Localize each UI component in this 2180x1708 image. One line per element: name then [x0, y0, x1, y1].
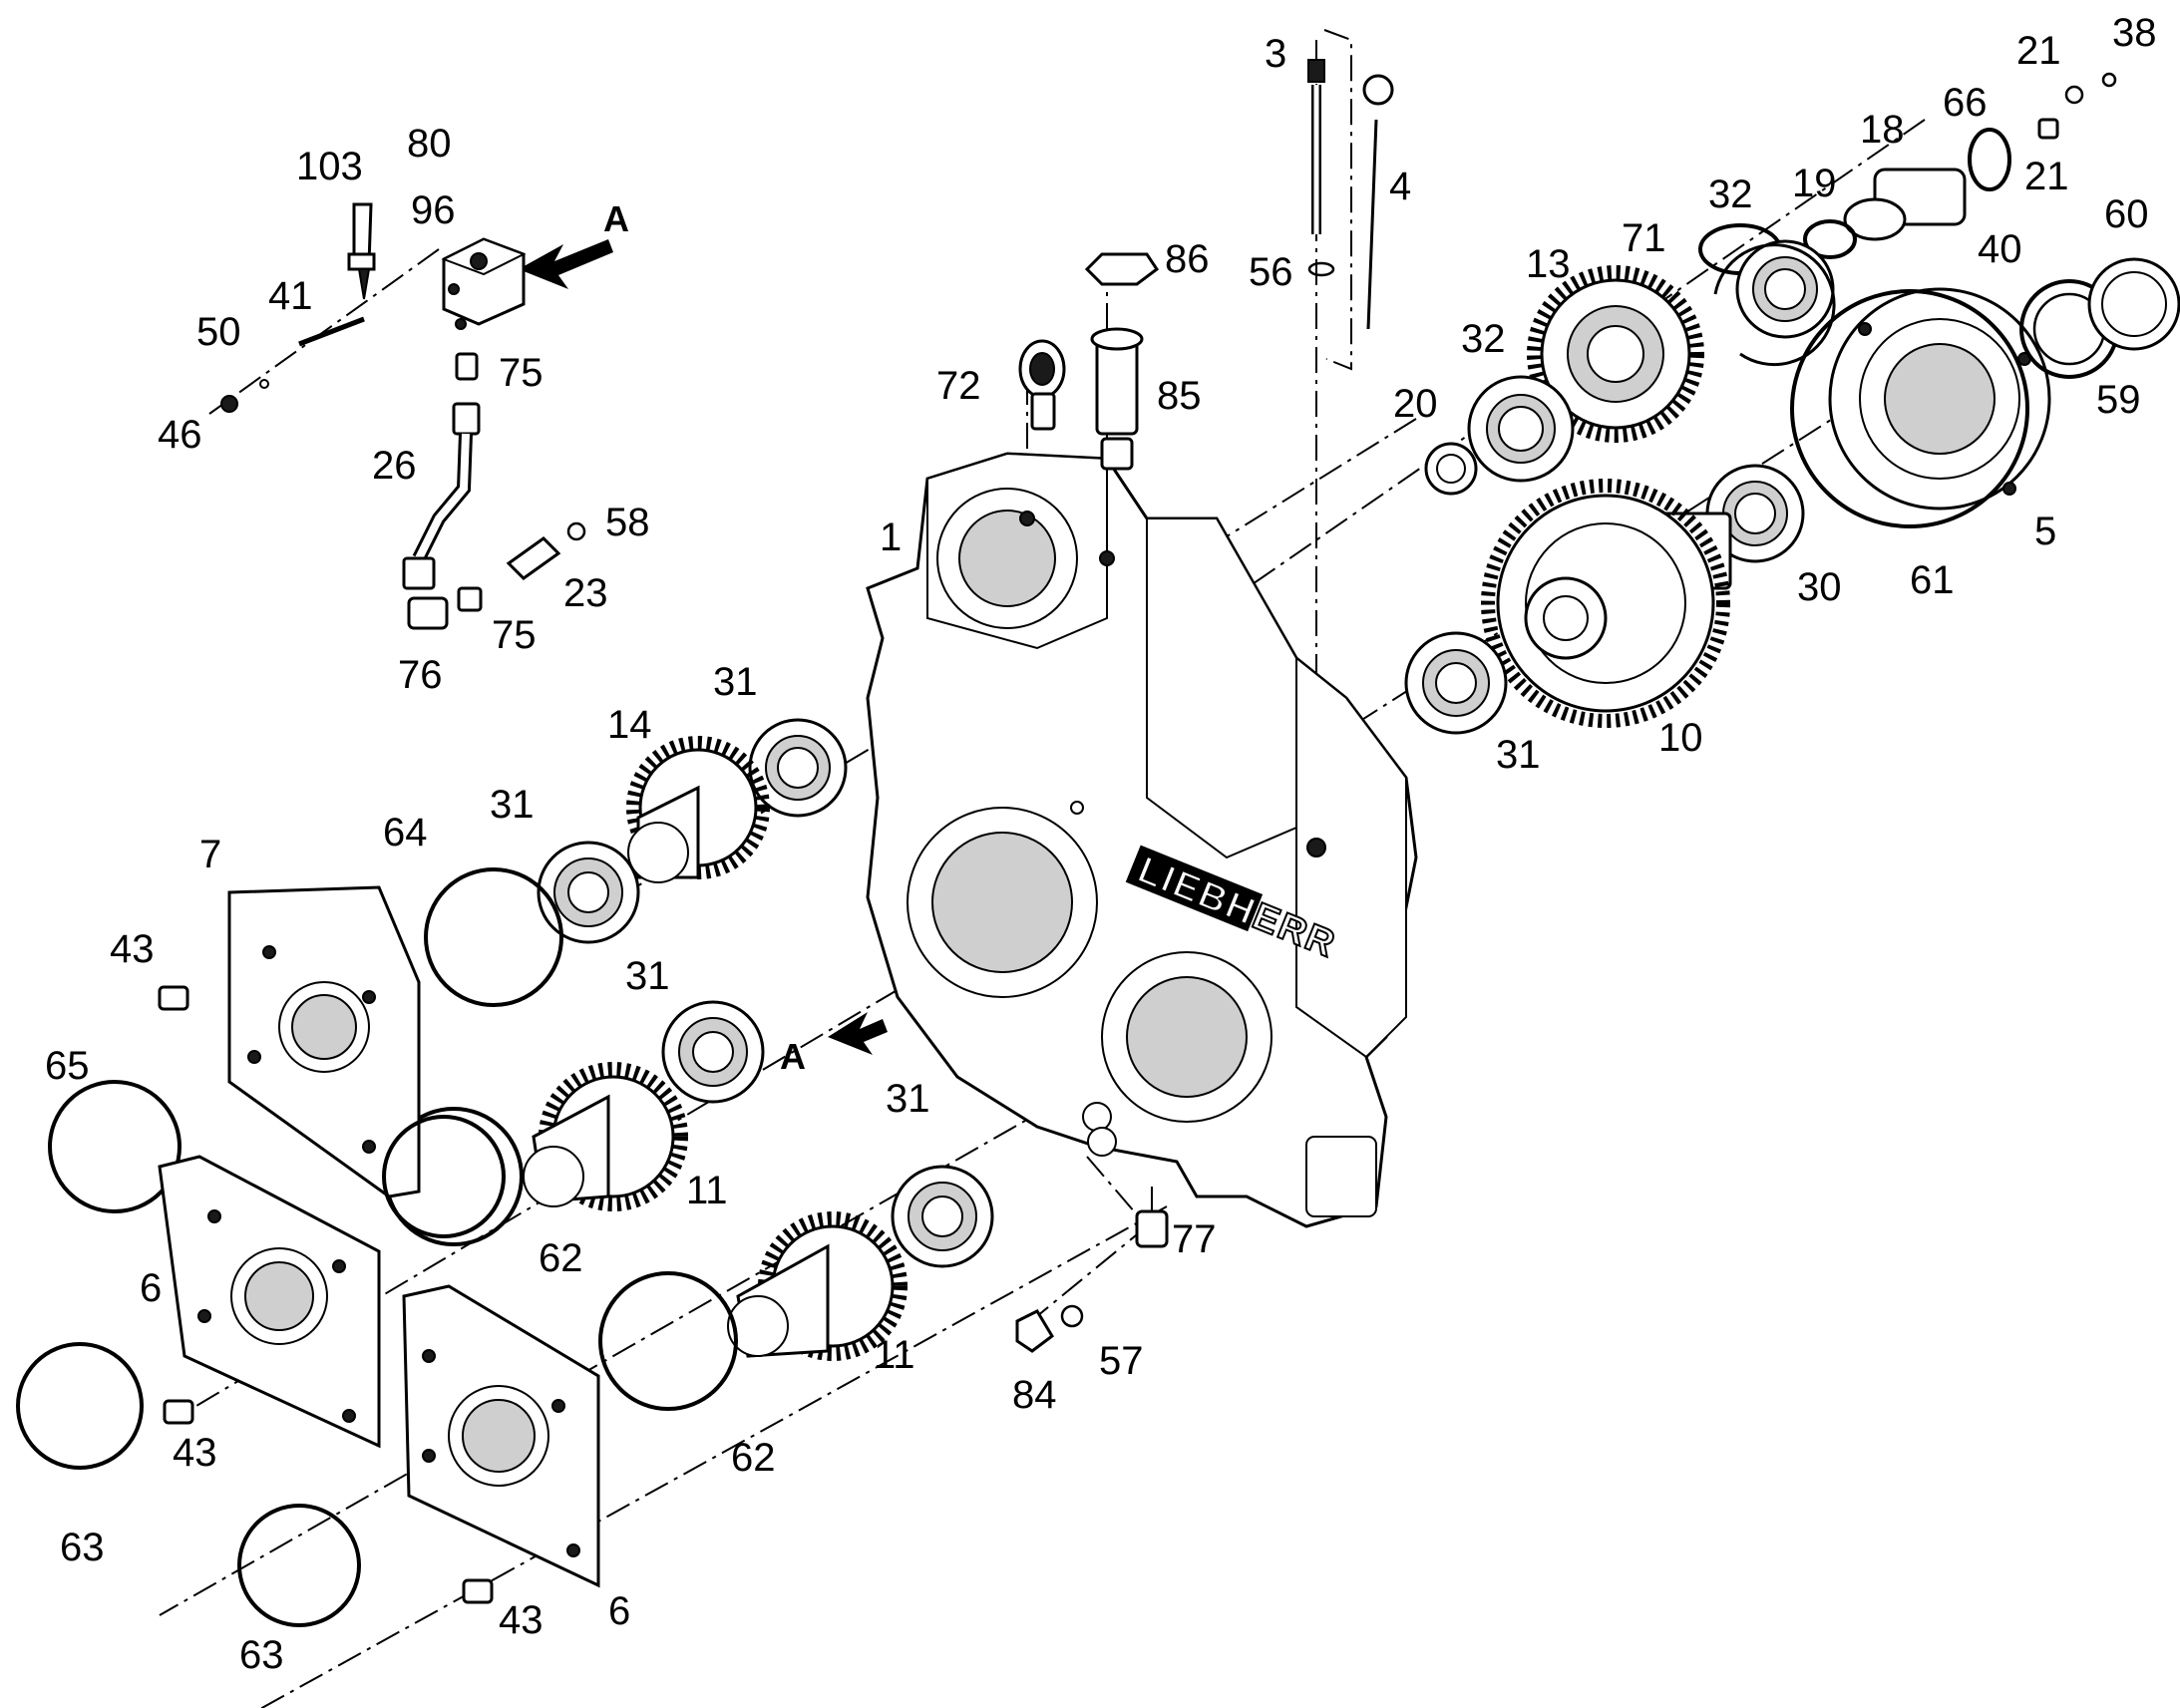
- callout-63b: 63: [239, 1633, 284, 1677]
- callout-77: 77: [1172, 1217, 1217, 1261]
- callout-21a: 21: [2016, 29, 2061, 73]
- view-marker-label: A: [603, 198, 629, 239]
- callout-63a: 63: [60, 1526, 105, 1569]
- callout-61: 61: [1910, 558, 1955, 602]
- left-gear-train: [384, 718, 1169, 1411]
- callout-19: 19: [1792, 162, 1837, 205]
- callout-66: 66: [1943, 81, 1988, 125]
- callout-11a: 11: [686, 1169, 728, 1212]
- callout-10: 10: [1658, 716, 1703, 760]
- callout-31a: 31: [713, 660, 758, 704]
- callout-60: 60: [2104, 192, 2149, 236]
- callout-86: 86: [1165, 237, 1210, 281]
- callout-30: 30: [1797, 565, 1842, 609]
- callout-4: 4: [1389, 165, 1411, 208]
- callout-50: 50: [196, 310, 241, 354]
- callout-62b: 62: [731, 1436, 776, 1480]
- callout-65: 65: [45, 1044, 90, 1088]
- callout-7: 7: [199, 833, 221, 876]
- callout-3: 3: [1265, 32, 1286, 76]
- view-marker-top: A: [519, 198, 629, 289]
- callout-62a: 62: [539, 1236, 583, 1280]
- callout-85: 85: [1157, 374, 1202, 418]
- callout-56: 56: [1249, 250, 1293, 294]
- callout-40: 40: [1978, 227, 2022, 271]
- right-gear-train: [1404, 72, 2180, 735]
- callout-46: 46: [158, 413, 202, 457]
- callout-5: 5: [2034, 510, 2056, 553]
- callout-31b: 31: [490, 783, 535, 827]
- flange-plates: [16, 885, 600, 1627]
- callout-6a: 6: [140, 1266, 162, 1310]
- callout-75b: 75: [492, 613, 537, 657]
- callout-21b: 21: [2024, 155, 2069, 198]
- callout-31d: 31: [886, 1077, 930, 1121]
- callout-1: 1: [880, 515, 902, 559]
- gearbox-housing: LIEBHERR: [866, 452, 1418, 1228]
- callout-43a: 43: [110, 927, 155, 971]
- callout-75a: 75: [499, 351, 544, 395]
- callout-43c: 43: [499, 1598, 544, 1642]
- callout-59: 59: [2096, 378, 2141, 422]
- callout-58: 58: [605, 501, 650, 544]
- callout-32a: 32: [1461, 317, 1506, 361]
- callout-13: 13: [1526, 242, 1571, 286]
- callout-23: 23: [563, 571, 608, 615]
- callout-71: 71: [1622, 216, 1666, 260]
- callout-26: 26: [372, 444, 417, 488]
- pressure-switch-assembly: [220, 202, 586, 630]
- view-marker-center: A: [780, 1012, 888, 1077]
- callout-11b: 11: [874, 1333, 915, 1377]
- callout-6b: 6: [608, 1589, 630, 1633]
- callout-43b: 43: [173, 1431, 217, 1475]
- callout-31e: 31: [1496, 733, 1541, 777]
- callout-41: 41: [268, 274, 313, 318]
- callout-80: 80: [407, 122, 452, 166]
- callout-32b: 32: [1708, 172, 1753, 216]
- callout-64: 64: [383, 811, 428, 854]
- dipstick-and-breather: [1018, 59, 1394, 471]
- callout-38: 38: [2112, 11, 2157, 55]
- callout-76: 76: [398, 653, 443, 697]
- callout-57: 57: [1099, 1339, 1144, 1383]
- callout-14: 14: [607, 703, 652, 747]
- callout-20: 20: [1393, 382, 1438, 426]
- view-marker-label-2: A: [780, 1036, 806, 1077]
- callout-84: 84: [1012, 1373, 1057, 1417]
- callout-103: 103: [296, 145, 363, 188]
- callout-31c: 31: [625, 954, 670, 998]
- callout-96: 96: [411, 188, 456, 232]
- callout-labels: 1 3 4 5 6 6 7 10 11 11 13 14 18 19 20 21…: [45, 11, 2157, 1677]
- callout-18: 18: [1860, 108, 1905, 152]
- callout-72: 72: [936, 364, 981, 408]
